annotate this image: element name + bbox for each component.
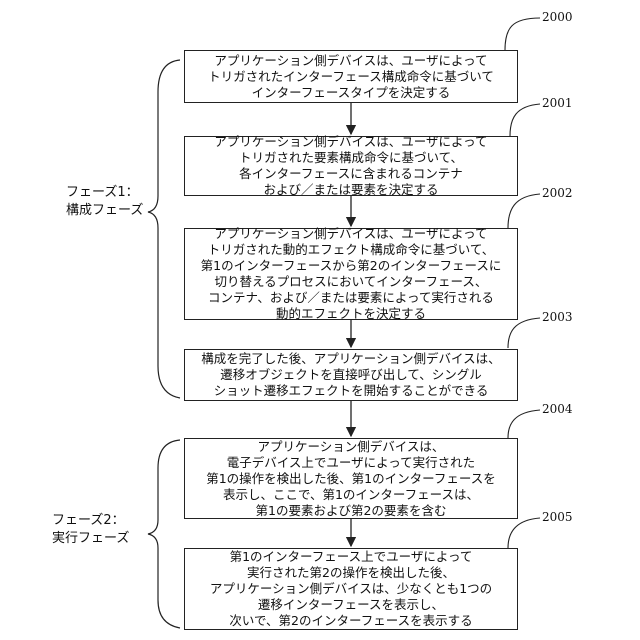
step-number-2005: 2005 [542, 510, 573, 524]
step-box-2000: アプリケーション側デバイスは、ユーザによって トリガされたインターフェース構成命… [184, 50, 518, 103]
leader-2001 [510, 104, 540, 136]
leader-2002 [508, 194, 540, 228]
step-number-2000: 2000 [542, 10, 573, 24]
step-box-2004: アプリケーション側デバイスは、 電子デバイス上でユーザによって実行された 第1の… [184, 438, 518, 519]
phase1-label: フェーズ1： 構成フェーズ [66, 184, 143, 220]
step-number-2003: 2003 [542, 310, 573, 324]
step-box-2001: アプリケーション側デバイスは、ユーザによって トリガされた要素構成命令に基づいて… [184, 136, 518, 196]
phase2-brace [148, 440, 180, 628]
step-box-2002: アプリケーション側デバイスは、ユーザによって トリガされた動的エフェクト構成命令… [184, 228, 518, 320]
step-box-2003: 構成を完了した後、アプリケーション側デバイスは、 遷移オブジェクトを直接呼び出し… [184, 349, 518, 401]
leader-2005 [508, 518, 540, 548]
leader-2003 [508, 318, 540, 348]
step-box-2005: 第1のインターフェース上でユーザによって 実行された第2の操作を検出した後、 ア… [184, 548, 518, 630]
leader-2004 [508, 410, 540, 438]
phase2-label: フェーズ2： 実行フェーズ [52, 512, 129, 548]
phase1-brace [148, 60, 180, 398]
leader-2000 [505, 18, 540, 50]
step-number-2001: 2001 [542, 96, 573, 110]
step-number-2004: 2004 [542, 402, 573, 416]
step-number-2002: 2002 [542, 186, 573, 200]
